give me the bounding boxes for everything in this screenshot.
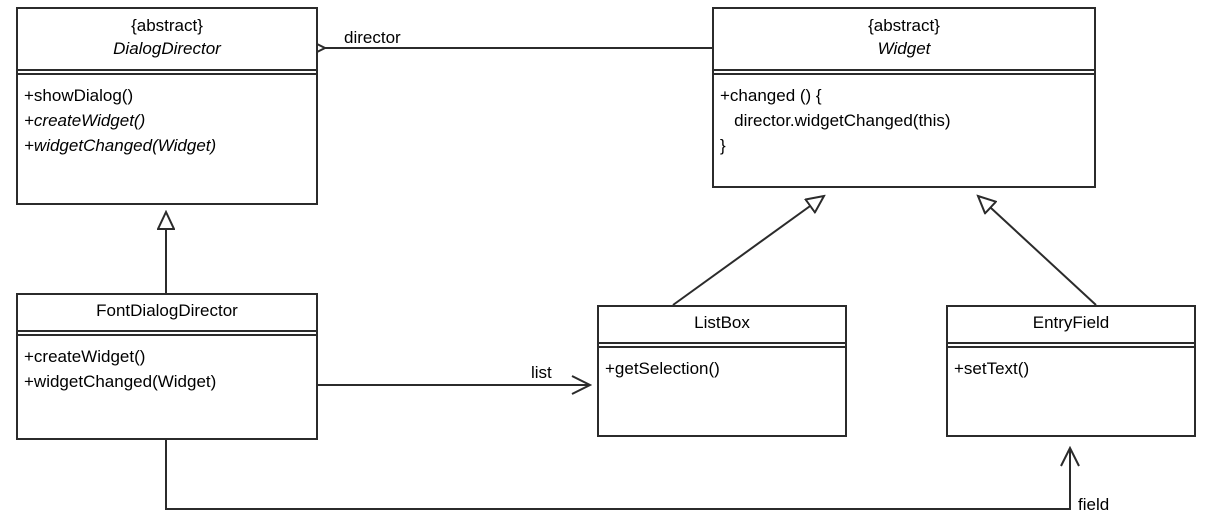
class-member: director.widgetChanged(this) bbox=[720, 111, 951, 130]
class-name-list-box: ListBox bbox=[694, 313, 750, 332]
class-header-list-box: ListBox bbox=[599, 307, 845, 344]
class-box-entry-field[interactable]: EntryField +setText() bbox=[946, 305, 1196, 437]
class-compartment-divider-dialog-director bbox=[18, 71, 316, 75]
edge-fontdialogdirector-to-entryfield bbox=[165, 440, 1070, 510]
class-members-dialog-director: +showDialog() +createWidget() +widgetCha… bbox=[18, 75, 316, 158]
class-compartment-divider-widget bbox=[714, 71, 1094, 75]
class-box-dialog-director[interactable]: {abstract} DialogDirector +showDialog() … bbox=[16, 7, 318, 205]
class-member: +changed () { bbox=[720, 86, 822, 105]
class-members-entry-field: +setText() bbox=[948, 348, 1194, 381]
class-members-widget: +changed () { director.widgetChanged(thi… bbox=[714, 75, 1094, 158]
class-member: +widgetChanged(Widget) bbox=[24, 136, 217, 155]
class-member: +getSelection() bbox=[605, 359, 720, 378]
class-member: +setText() bbox=[954, 359, 1030, 378]
edge-label-director: director bbox=[344, 28, 401, 47]
class-stereotype-widget: {abstract} bbox=[868, 16, 940, 35]
class-members-list-box: +getSelection() bbox=[599, 348, 845, 381]
class-box-font-dialog-director[interactable]: FontDialogDirector +createWidget() +widg… bbox=[16, 293, 318, 440]
class-member: +createWidget() bbox=[24, 347, 146, 366]
class-compartment-divider-font-dialog-director bbox=[18, 332, 316, 336]
edge-entryfield-generalizes-widget bbox=[978, 196, 1097, 306]
class-name-dialog-director: DialogDirector bbox=[113, 39, 221, 58]
class-stereotype-dialog-director: {abstract} bbox=[131, 16, 203, 35]
class-header-widget: {abstract} Widget bbox=[714, 9, 1094, 71]
edge-label-list: list bbox=[531, 363, 552, 382]
class-compartment-divider-entry-field bbox=[948, 344, 1194, 348]
class-members-font-dialog-director: +createWidget() +widgetChanged(Widget) bbox=[18, 336, 316, 394]
edge-label-field: field bbox=[1078, 495, 1110, 514]
class-header-dialog-director: {abstract} DialogDirector bbox=[18, 9, 316, 71]
class-header-entry-field: EntryField bbox=[948, 307, 1194, 344]
class-name-font-dialog-director: FontDialogDirector bbox=[96, 301, 238, 320]
class-compartment-divider-list-box bbox=[599, 344, 845, 348]
class-box-list-box[interactable]: ListBox +getSelection() bbox=[597, 305, 847, 437]
class-member: +widgetChanged(Widget) bbox=[24, 372, 217, 391]
class-member: +showDialog() bbox=[24, 86, 134, 105]
class-header-font-dialog-director: FontDialogDirector bbox=[18, 295, 316, 332]
class-name-entry-field: EntryField bbox=[1032, 313, 1110, 332]
class-member: } bbox=[720, 136, 726, 155]
class-member: +createWidget() bbox=[24, 111, 146, 130]
edge-listbox-generalizes-widget bbox=[672, 196, 824, 306]
class-name-widget: Widget bbox=[877, 39, 931, 58]
class-box-widget[interactable]: {abstract} Widget +changed () { director… bbox=[712, 7, 1096, 188]
